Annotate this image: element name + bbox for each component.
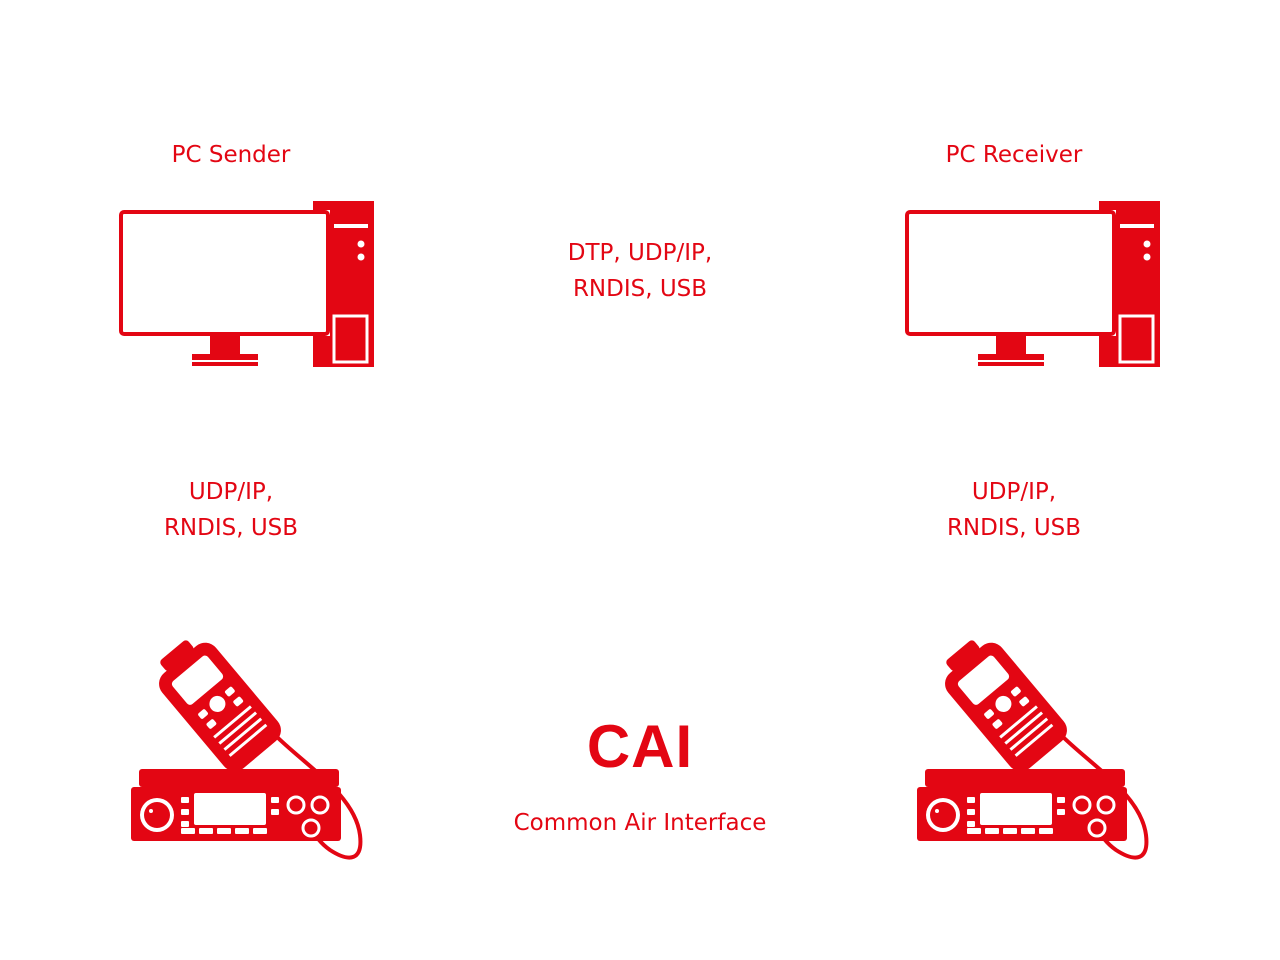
cai-title: CAI [586, 713, 694, 780]
pc-link-label: DTP, UDP/IP, RNDIS, USB [490, 235, 790, 307]
radio-receiver-icon [911, 635, 1156, 872]
cai-subtitle: Common Air Interface [513, 810, 767, 836]
pc-sender-label: PC Sender [171, 142, 291, 168]
sender-link-line1: UDP/IP, [188, 479, 274, 505]
sender-link-line2: RNDIS, USB [163, 515, 299, 541]
pc-sender-computer-icon [118, 198, 378, 375]
sender-link-label: UDP/IP, RNDIS, USB [81, 474, 381, 546]
pc-link-line2: RNDIS, USB [572, 276, 708, 302]
receiver-link-label: UDP/IP, RNDIS, USB [864, 474, 1164, 546]
pc-receiver-computer-icon [904, 198, 1164, 375]
receiver-link-line2: RNDIS, USB [946, 515, 1082, 541]
pc-link-line1: DTP, UDP/IP, [567, 240, 713, 266]
radio-sender-icon [125, 635, 370, 872]
pc-receiver-label: PC Receiver [945, 142, 1083, 168]
receiver-link-line1: UDP/IP, [971, 479, 1057, 505]
